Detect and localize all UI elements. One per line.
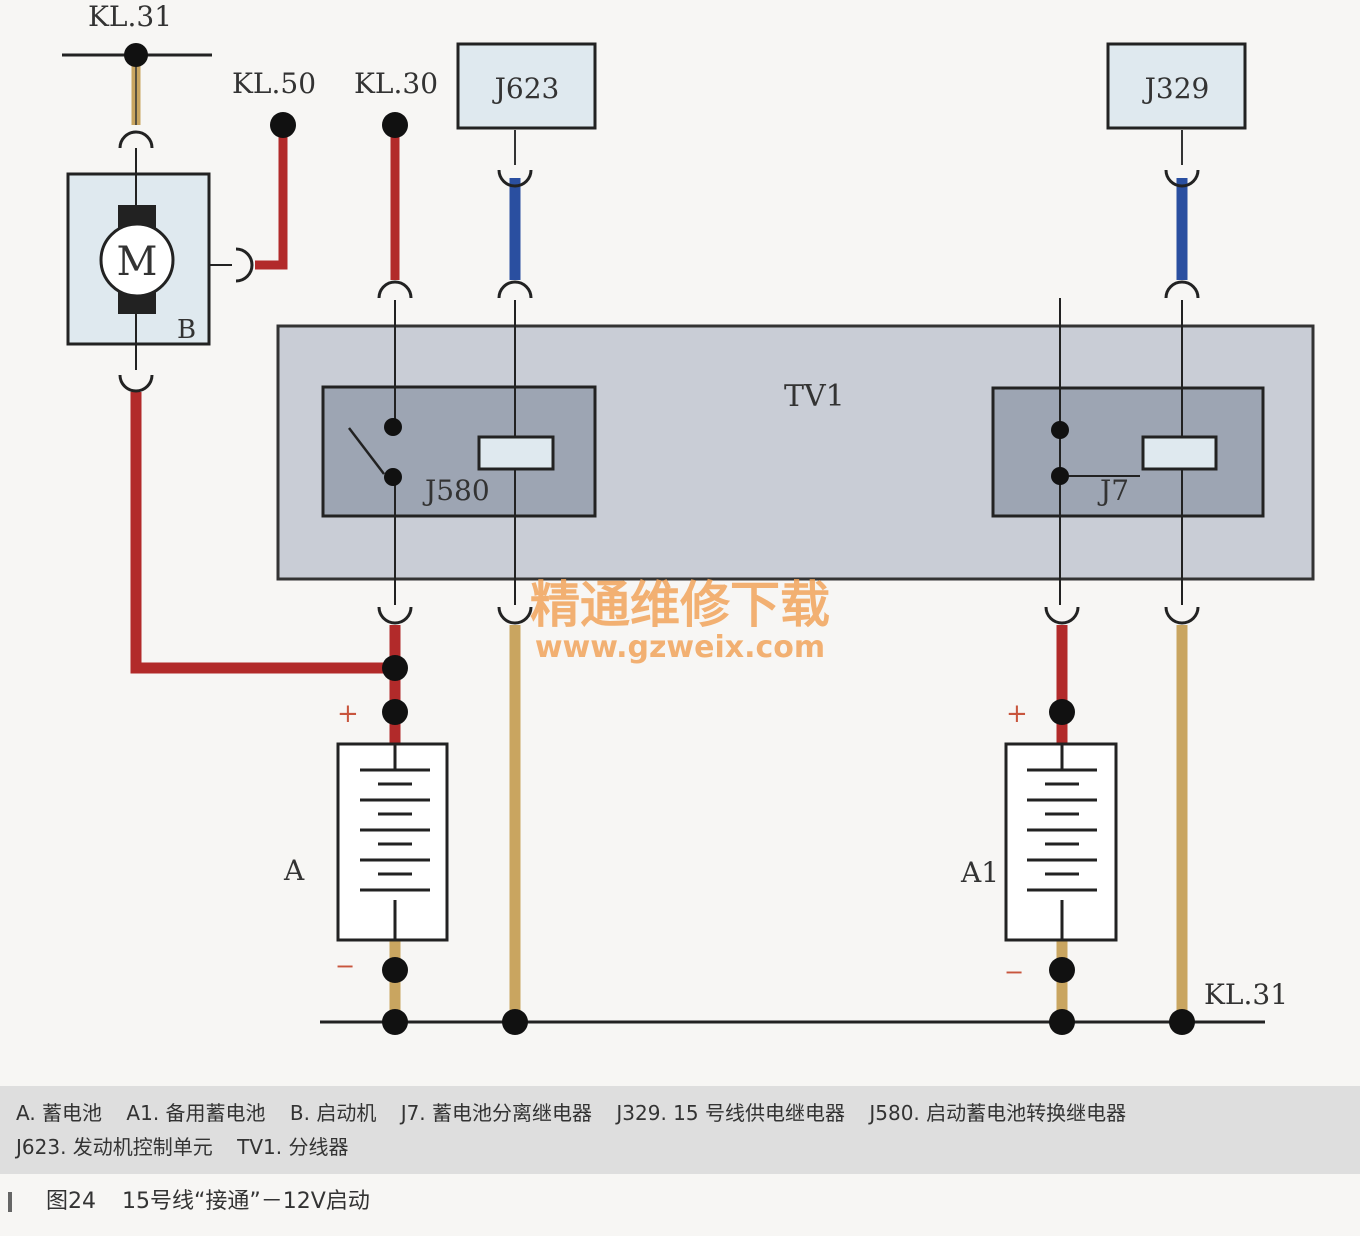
caption-bar bbox=[8, 1192, 12, 1212]
legend-item: J329. 15 号线供电继电器 bbox=[616, 1101, 845, 1125]
legend-item: A. 蓄电池 bbox=[16, 1101, 103, 1125]
legend-item: J623. 发动机控制单元 bbox=[16, 1135, 213, 1159]
figure-caption: 图24 15号线“接通”－12V启动 bbox=[0, 1184, 1360, 1220]
wire-kl50 bbox=[255, 125, 288, 270]
label-kl30: KL.30 bbox=[354, 67, 438, 100]
label-battery-a1: A1 bbox=[960, 856, 999, 889]
label-j580: J580 bbox=[422, 474, 490, 507]
j623-box bbox=[456, 42, 597, 130]
plus-a: + bbox=[337, 699, 359, 729]
j329-box bbox=[1106, 42, 1247, 130]
j7-relay bbox=[991, 386, 1265, 518]
legend-item: J7. 蓄电池分离继电器 bbox=[400, 1101, 593, 1125]
label-kl50: KL.50 bbox=[232, 67, 316, 100]
minus-a1: − bbox=[1004, 958, 1024, 986]
label-j329: J329 bbox=[1142, 72, 1210, 105]
legend-item: TV1. 分线器 bbox=[237, 1135, 349, 1159]
j580-coil bbox=[477, 435, 555, 471]
wire-starter-battery bbox=[130, 392, 395, 674]
watermark-title: 精通维修下载 bbox=[530, 576, 830, 634]
label-motor: M bbox=[117, 239, 158, 285]
watermark-url: www.gzweix.com bbox=[535, 630, 825, 665]
label-j7: J7 bbox=[1097, 474, 1129, 507]
legend-item: A1. 备用蓄电池 bbox=[126, 1101, 266, 1125]
wiring-diagram: KL.31 KL.50 KL.30 J623 J329 M B TV1 J580… bbox=[62, 0, 1315, 1035]
j7-coil bbox=[1141, 435, 1218, 471]
label-j623: J623 bbox=[492, 72, 560, 105]
figure-title: 15号线“接通”－12V启动 bbox=[122, 1189, 370, 1214]
label-battery-a: A bbox=[283, 854, 305, 887]
minus-a: − bbox=[335, 952, 355, 980]
legend: A. 蓄电池 A1. 备用蓄电池 B. 启动机 J7. 蓄电池分离继电器 J32… bbox=[0, 1086, 1360, 1174]
plus-a1: + bbox=[1006, 699, 1028, 729]
legend-item: B. 启动机 bbox=[289, 1101, 377, 1125]
motor-symbol bbox=[99, 222, 175, 298]
label-tv1: TV1 bbox=[784, 379, 845, 414]
label-starter: B bbox=[177, 315, 196, 345]
legend-item: J580. 启动蓄电池转换继电器 bbox=[869, 1101, 1127, 1125]
label-kl31-top: KL.31 bbox=[88, 0, 172, 33]
battery-a bbox=[336, 742, 449, 942]
label-kl31-bottom: KL.31 bbox=[1204, 978, 1288, 1011]
figure-number: 图24 bbox=[46, 1189, 96, 1214]
